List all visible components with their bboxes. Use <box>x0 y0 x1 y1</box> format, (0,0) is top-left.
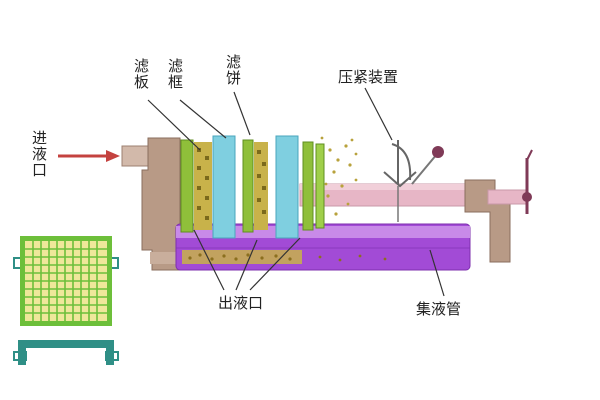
press-device-label: 压紧装置 <box>338 68 399 86</box>
right-housing <box>464 179 529 263</box>
outlet-label: 出液口 <box>218 294 264 312</box>
filter-plate-thumbnail <box>13 236 119 326</box>
filter-plates <box>180 139 325 233</box>
inlet-arrow-icon <box>58 150 120 162</box>
pointer-lines <box>147 87 445 297</box>
handwheel-icon <box>522 149 533 214</box>
filter-plate-label: 滤板 <box>132 58 150 90</box>
collector-pipe-label: 集液管 <box>416 300 462 318</box>
filter-frame-label: 滤框 <box>166 58 184 90</box>
end-housing <box>121 137 181 271</box>
filter-cakes <box>194 142 268 230</box>
particles <box>320 136 358 216</box>
filter-frame-thumbnail <box>13 340 119 365</box>
inlet-label: 进液口 <box>30 130 48 178</box>
filter-frames <box>212 135 299 239</box>
lever-icon <box>383 140 444 222</box>
filter-cake-label: 滤饼 <box>224 54 242 86</box>
press-rod <box>299 183 471 207</box>
